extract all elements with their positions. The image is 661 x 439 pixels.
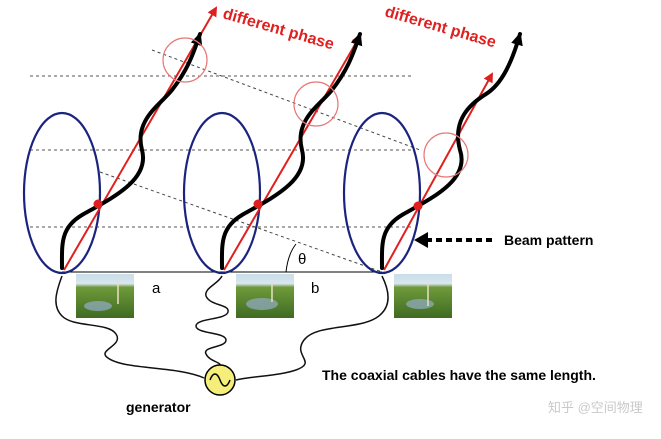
phase-label-left: different phase	[221, 6, 336, 54]
antenna-loop	[182, 111, 262, 275]
radio-waves	[59, 32, 523, 270]
watermark: 知乎 @空间物理	[548, 400, 643, 415]
angle-arc	[285, 243, 297, 273]
antenna-loop	[22, 111, 102, 275]
radio-wave	[379, 32, 523, 270]
site-photo	[394, 274, 452, 318]
wavefront-line	[151, 49, 421, 151]
coaxial-cable	[235, 275, 389, 381]
beam-pattern-label: Beam pattern	[504, 232, 593, 248]
beam-ray	[383, 72, 493, 271]
phase-circle	[293, 81, 339, 127]
dashed-left-arrow-icon	[414, 232, 492, 248]
wavefront-line	[99, 171, 383, 273]
radio-wave	[59, 32, 203, 270]
intersection-dot	[253, 199, 263, 209]
site-photo	[236, 274, 294, 318]
phase-circle	[423, 132, 469, 178]
ac-source-icon	[204, 364, 236, 396]
phase-markers	[162, 37, 469, 178]
coaxial-cables	[55, 275, 389, 381]
diagonal-guide-lines	[99, 49, 421, 273]
caption: The coaxial cables have the same length.	[322, 367, 596, 383]
horizontal-guide-lines	[30, 75, 412, 228]
angle-label: θ	[298, 251, 306, 268]
intersection-dot	[413, 201, 423, 211]
radio-wave	[219, 32, 363, 270]
spacing-label-b: b	[311, 280, 319, 297]
antenna-loop	[342, 111, 422, 275]
beam-rays	[63, 6, 493, 271]
antenna-loops	[22, 111, 422, 275]
spacing-label-a: a	[152, 280, 161, 297]
beam-ray	[223, 34, 362, 271]
coaxial-cable	[55, 275, 205, 379]
intersection-dots	[93, 199, 423, 211]
intersection-dot	[93, 199, 103, 209]
generator-label: generator	[126, 399, 191, 415]
coaxial-cable	[195, 275, 229, 367]
phase-circle	[162, 37, 208, 83]
site-photo	[76, 274, 134, 318]
phase-label-right: different phase	[383, 4, 498, 52]
